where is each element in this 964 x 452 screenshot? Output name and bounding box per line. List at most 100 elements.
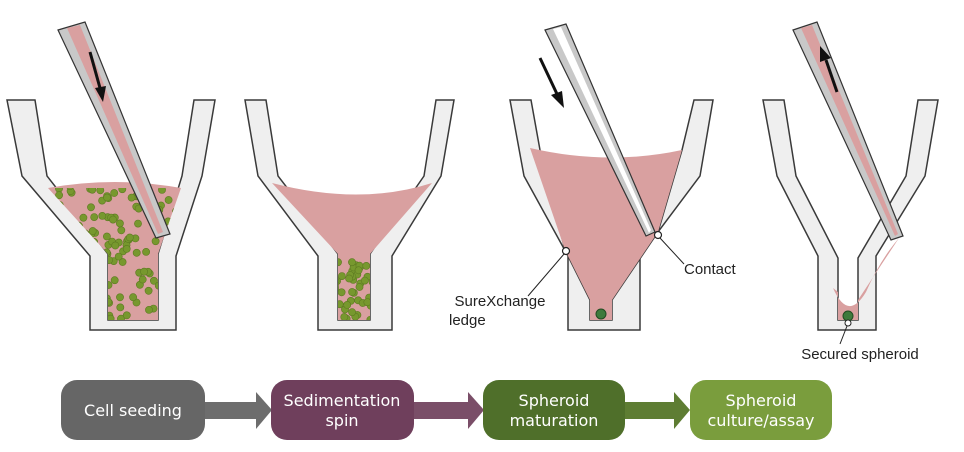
well-sedimentation-spin — [244, 99, 455, 331]
cell-dot — [88, 227, 97, 235]
cell-dot — [142, 247, 150, 256]
cell-dot — [116, 219, 124, 228]
cell-dot — [118, 188, 127, 194]
cell-dot — [96, 188, 105, 195]
cell-dot — [151, 237, 160, 246]
cell-dot — [54, 306, 63, 314]
step-arrow — [412, 392, 484, 429]
cell-dot — [118, 258, 127, 266]
cell-dot — [125, 233, 134, 242]
cell-dot — [109, 215, 117, 224]
cell-dot — [144, 286, 153, 295]
cell-dot — [60, 241, 69, 250]
cell-dot — [98, 211, 107, 220]
step-label-line1: Spheroid — [726, 391, 797, 410]
ledge-label-line1: SureXchange — [455, 293, 546, 310]
well-cell-seeding — [6, 21, 216, 331]
cell-dot — [132, 248, 141, 257]
cell-dot — [61, 279, 69, 288]
step-cell-seeding: Cell seeding — [61, 380, 205, 440]
cell-dot — [74, 293, 83, 302]
residual-medium — [833, 238, 899, 320]
cell-dot — [117, 314, 125, 320]
cell-dot — [340, 313, 349, 320]
cell-dot — [90, 213, 99, 221]
step-arrow — [622, 392, 690, 429]
cell-dot — [348, 288, 356, 296]
cell-dot — [140, 267, 148, 276]
step-label-line2: culture/assay — [707, 411, 814, 430]
step-spheroid-culture-assay: Spheroid culture/assay — [690, 380, 832, 440]
cell-dot — [134, 219, 142, 228]
cell-dot — [70, 252, 79, 261]
cell-dot — [110, 276, 119, 285]
pipette-tip — [544, 23, 656, 237]
cell-dot — [138, 275, 147, 284]
cell-dot — [343, 300, 352, 309]
cell-dot — [345, 274, 353, 283]
callout-ledge: SureXchange ledge — [449, 246, 571, 329]
cell-dot — [362, 261, 371, 270]
step-label-line2: maturation — [510, 411, 599, 430]
cell-dot — [103, 232, 111, 241]
cell-dot — [75, 281, 84, 290]
cell-dot — [158, 188, 166, 194]
step-label-line1: Sedimentation — [284, 391, 401, 410]
well-spheroid-culture — [762, 21, 939, 331]
cell-dot — [122, 311, 131, 320]
cell-dot — [164, 196, 173, 204]
step-sedimentation-spin: Sedimentation spin — [271, 380, 414, 440]
cell-dot — [363, 298, 372, 307]
cell-dot — [122, 244, 131, 253]
cell-dot — [348, 258, 356, 267]
cell-dot — [337, 288, 346, 297]
cell-dot — [79, 310, 88, 319]
cell-dot — [82, 286, 90, 295]
cell-dot — [117, 226, 126, 235]
cell-dot — [64, 285, 73, 294]
cell-dot — [129, 293, 137, 302]
ledge-label-line2: ledge — [449, 312, 486, 329]
insert-arrow-icon — [538, 57, 564, 108]
pipette-tip — [792, 21, 904, 241]
secured-spheroid-label: Secured spheroid — [801, 346, 919, 363]
step-spheroid-maturation: Spheroid maturation — [483, 380, 625, 440]
cell-dot — [52, 229, 61, 238]
cell-dot — [79, 213, 88, 222]
cell-dot — [149, 276, 158, 285]
cell-dot — [88, 188, 97, 194]
cell-dot — [87, 203, 95, 212]
aspirate-arrow-icon — [820, 46, 839, 93]
cell-dot — [354, 266, 363, 275]
cell-dot — [56, 314, 64, 320]
cell-dot — [48, 230, 53, 239]
cell-dot — [111, 241, 120, 250]
cell-dot — [110, 189, 119, 197]
callout-secured-spheroid: Secured spheroid — [801, 319, 919, 363]
step-arrow — [204, 392, 272, 429]
cell-dot — [66, 188, 74, 190]
cell-dot — [54, 300, 63, 308]
cell-dot — [355, 283, 364, 291]
cell-dot — [337, 272, 346, 280]
pipette-tip — [57, 21, 171, 239]
workflow-steps: Cell seeding Sedimentation spin Spheroid… — [61, 380, 832, 440]
cell-dot — [60, 234, 69, 243]
medium — [530, 148, 682, 320]
cell-dot — [74, 266, 83, 274]
cell-dot — [360, 276, 369, 285]
cell-dot — [116, 293, 124, 302]
dispense-arrow-icon — [88, 51, 106, 102]
cell-dot — [50, 237, 59, 246]
cell-dot — [81, 260, 89, 269]
cell-dot — [76, 300, 84, 309]
contact-label: Contact — [684, 261, 737, 278]
cell-dot — [61, 277, 70, 285]
cell-dot — [62, 279, 70, 287]
medium — [272, 183, 432, 320]
cell-dot — [80, 284, 89, 293]
spheroid — [595, 308, 607, 320]
cell-dot — [60, 288, 69, 297]
cell-dot — [54, 299, 63, 308]
